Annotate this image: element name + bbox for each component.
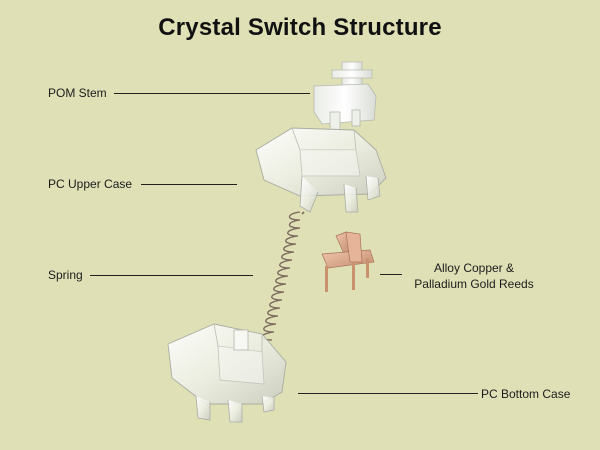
spring-part	[261, 211, 305, 341]
label-reeds-line1: Alloy Copper &	[433, 261, 515, 275]
label-bottom-case: PC Bottom Case	[481, 387, 571, 401]
pom-stem-part	[313, 61, 377, 133]
leader-reeds	[380, 274, 402, 275]
label-pom-stem: POM Stem	[48, 86, 107, 100]
leader-upper-case	[141, 184, 237, 185]
leader-bottom-case	[298, 393, 478, 394]
copper-reeds-part	[321, 231, 375, 292]
diagram-title: Crystal Switch Structure	[158, 14, 442, 41]
upper-case-part	[255, 127, 387, 213]
label-spring: Spring	[48, 268, 83, 282]
bottom-case-part	[167, 323, 287, 423]
label-upper-case: PC Upper Case	[48, 177, 133, 191]
leader-spring	[90, 275, 253, 276]
leader-pom-stem	[114, 93, 310, 94]
label-reeds-line2: Palladium Gold Reeds	[414, 277, 534, 291]
label-reeds: Alloy Copper & Palladium Gold Reeds	[404, 260, 544, 292]
